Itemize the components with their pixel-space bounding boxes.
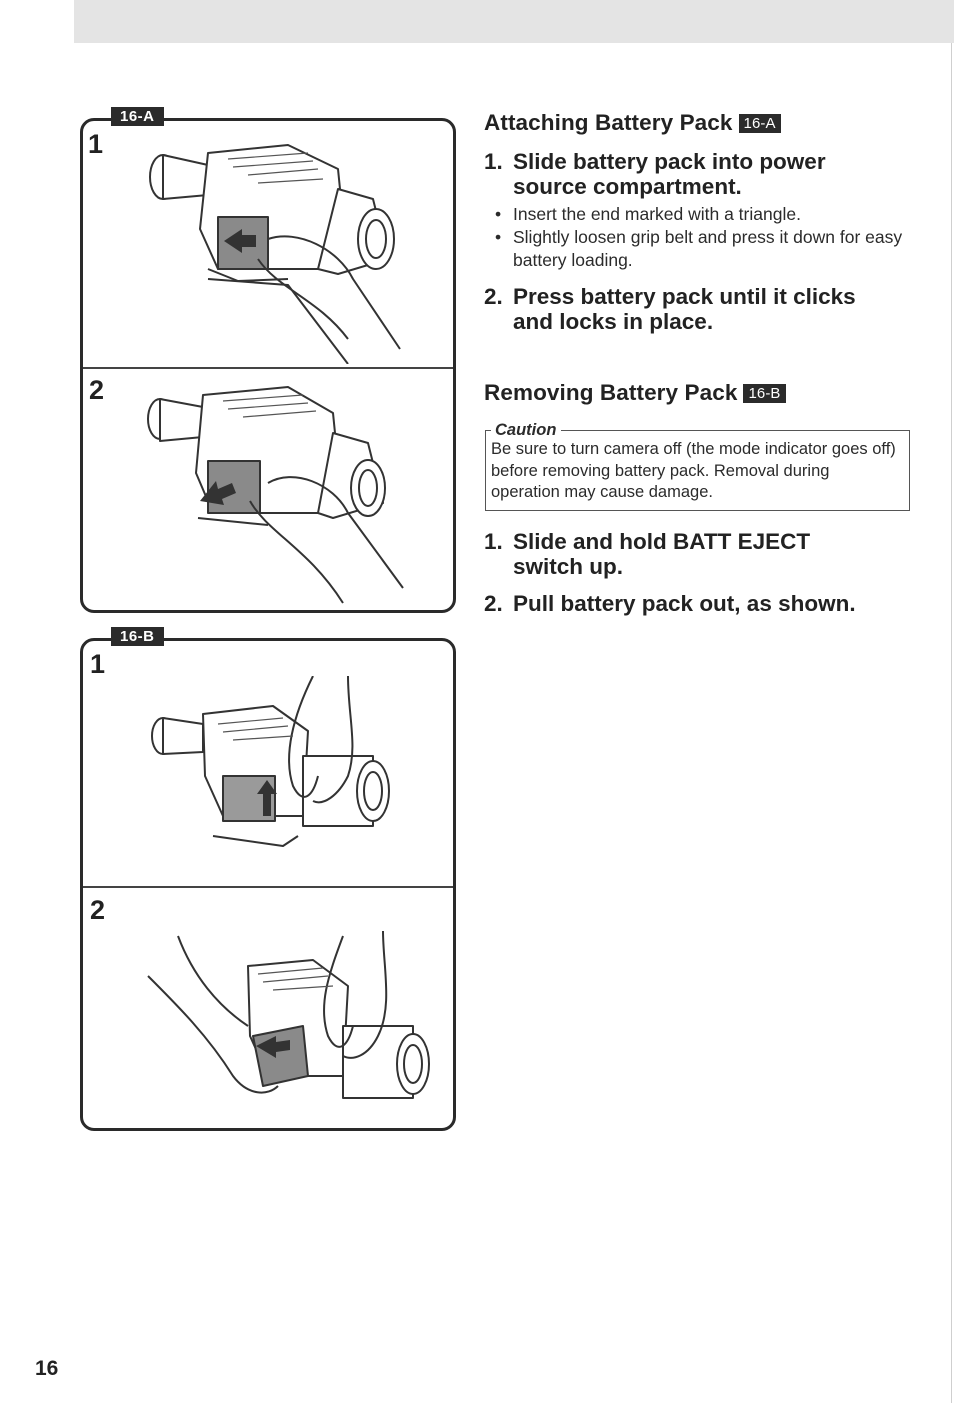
section-title-text: Attaching Battery Pack <box>484 110 733 135</box>
figure-16-b: 16-B 1 2 <box>80 627 456 1131</box>
page-number: 16 <box>35 1357 59 1380</box>
page-edge-rule <box>951 43 952 1403</box>
panel-divider <box>83 886 453 888</box>
figure-step-number: 2 <box>89 375 105 405</box>
step-text: Press battery pack until it clicks <box>513 284 856 309</box>
header-band <box>74 0 954 43</box>
insert-arrow-icon <box>257 780 277 816</box>
step-text: switch up. <box>513 553 624 579</box>
step-text: Slide and hold BATT EJECT <box>513 528 811 554</box>
caution-box: Caution Be sure to turn camera off (the … <box>485 420 910 511</box>
panel-divider <box>83 367 453 369</box>
insert-arrow-icon <box>200 481 236 505</box>
step-text: Pull battery pack out, as shown. <box>513 590 856 616</box>
step-text: and locks in place. <box>513 309 714 334</box>
bullet-item: Slightly loosen grip belt and press it d… <box>484 226 914 272</box>
attach-step-2: 2. Press battery pack until it clicks an… <box>484 284 914 334</box>
caution-title: Caution <box>491 420 562 442</box>
camcorder-with-hand-icon <box>151 676 390 847</box>
remove-step-1: 1. Slide and hold BATT EJECT switch up. <box>484 529 914 579</box>
attach-step-1: 1. Slide battery pack into power source … <box>484 149 914 272</box>
camcorder-with-hand-icon <box>149 144 401 364</box>
caution-text: Be sure to turn camera off (the mode ind… <box>491 440 896 501</box>
section-title-removing: Removing Battery Pack 16-B <box>484 380 914 406</box>
section-title-text: Removing Battery Pack <box>484 380 738 405</box>
insert-arrow-icon <box>224 229 256 253</box>
insert-arrow-icon <box>256 1036 290 1058</box>
figure-tag: 16-B <box>111 627 164 646</box>
figure-tag: 16-A <box>111 107 164 126</box>
step-text: Slide battery pack into power <box>513 149 826 174</box>
step-text: source compartment. <box>513 174 742 199</box>
figure-16-a: 16-A 1 2 <box>80 107 456 613</box>
camcorder-with-hand-icon <box>147 930 430 1099</box>
section-title-attaching: Attaching Battery Pack 16-A <box>484 110 914 136</box>
step-number: 1. <box>484 149 503 174</box>
instructions-column: Attaching Battery Pack 16-A 1. Slide batt… <box>484 110 914 616</box>
step-number: 1. <box>484 528 503 554</box>
figure-ref-badge: 16-B <box>743 384 786 403</box>
bullet-item: Insert the end marked with a triangle. <box>484 203 914 226</box>
camcorder-with-hand-icon <box>147 386 404 604</box>
remove-step-2: 2. Pull battery pack out, as shown. <box>484 591 914 616</box>
figure-step-number: 2 <box>90 895 106 925</box>
bullet-list: Insert the end marked with a triangle. S… <box>484 203 914 272</box>
figure-ref-badge: 16-A <box>738 114 781 133</box>
figure-step-number: 1 <box>90 649 106 679</box>
step-number: 2. <box>484 590 503 616</box>
figure-step-number: 1 <box>88 129 104 159</box>
step-number: 2. <box>484 284 503 309</box>
